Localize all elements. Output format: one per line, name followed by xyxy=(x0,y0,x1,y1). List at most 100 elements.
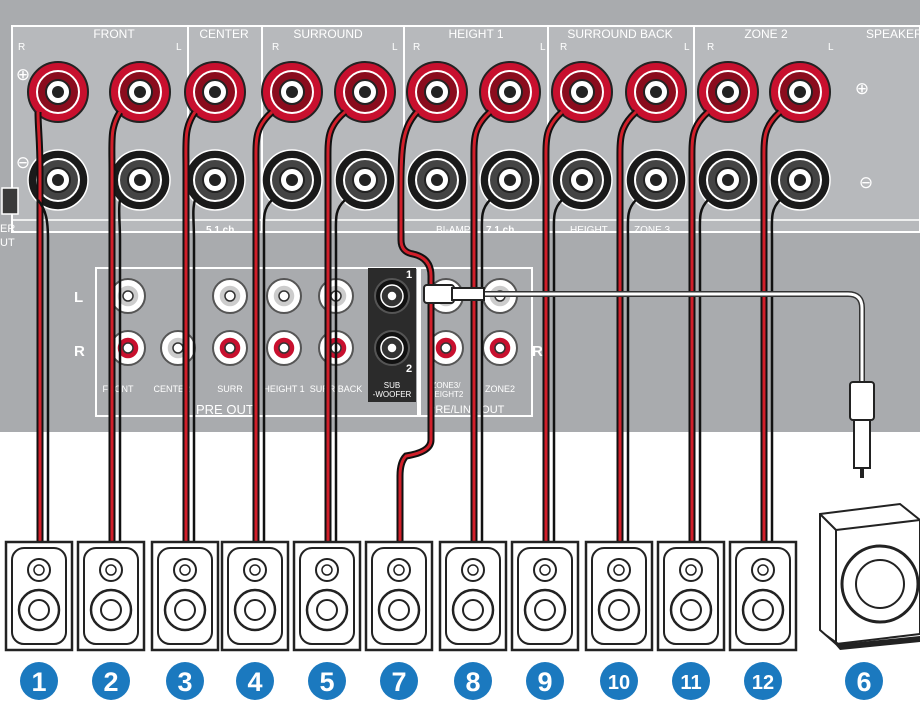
preout-row-r-label: R xyxy=(74,343,85,360)
rca-jack xyxy=(374,330,410,366)
speaker-wire xyxy=(108,110,124,546)
rca-jack xyxy=(482,330,518,366)
terminal-channel-letter: R xyxy=(560,42,567,53)
speaker-terminal-pair xyxy=(184,61,246,211)
speaker-wire xyxy=(182,110,198,546)
speaker-number-badge: 1 xyxy=(20,662,58,700)
rca-jack xyxy=(110,278,146,314)
speaker-unit xyxy=(150,540,220,652)
rca-jack xyxy=(212,278,248,314)
label-5-1-ch: 5.1 ch xyxy=(206,225,234,236)
terminal-channel-letter: L xyxy=(392,42,398,53)
terminal-channel-letter: R xyxy=(272,42,279,53)
terminal-channel-letter: L xyxy=(828,42,834,53)
speaker-terminal-pair xyxy=(261,61,323,211)
preout-column-label: ZONE3/ xyxy=(432,381,462,390)
preline-title: PRE/LINE OUT xyxy=(428,404,505,416)
label-height: HEIGHT xyxy=(570,225,608,236)
preout-column-label: SUB xyxy=(384,381,400,390)
speaker-unit xyxy=(292,540,362,652)
speakers-title: SPEAKERS xyxy=(866,27,920,41)
rca-jack xyxy=(160,330,196,366)
speaker-number-badge: 3 xyxy=(166,662,204,700)
label-zone-3: ZONE 3 xyxy=(634,225,671,236)
speaker-unit xyxy=(656,540,726,652)
terminal-group-label: SURROUND BACK xyxy=(567,27,672,41)
terminal-channel-letter: L xyxy=(176,42,182,53)
speaker-terminal-pair xyxy=(625,61,687,211)
speaker-unit xyxy=(584,540,654,652)
preout-column-label: ZONE2 xyxy=(485,384,515,394)
terminal-group-label: SURROUND xyxy=(293,27,363,41)
speaker-wire xyxy=(324,109,348,546)
speaker-wire xyxy=(252,109,275,546)
terminal-group-label: FRONT xyxy=(93,27,135,41)
rca-jack xyxy=(266,330,302,366)
speaker-terminal-pair xyxy=(109,61,171,211)
rca-jack xyxy=(374,278,410,314)
speaker-wire xyxy=(542,109,565,546)
sub-port-2: 2 xyxy=(406,363,412,375)
plus-symbol-right: ⊕ xyxy=(855,79,869,98)
speaker-number-text: 8 xyxy=(465,667,480,697)
speaker-number-text: 9 xyxy=(537,667,552,697)
rca-jack xyxy=(428,330,464,366)
left-edge-label-1: ER xyxy=(0,223,15,235)
speaker-number-badge: 5 xyxy=(308,662,346,700)
rca-jack xyxy=(110,330,146,366)
speaker-number-badge: 11 xyxy=(672,662,710,700)
preout-column-label: HEIGHT 1 xyxy=(263,384,304,394)
speaker-terminal-pair xyxy=(769,61,831,211)
speaker-number-badge: 7 xyxy=(380,662,418,700)
preout-title: PRE OUT xyxy=(196,402,254,417)
speaker-unit xyxy=(76,540,146,652)
subwoofer xyxy=(819,502,920,650)
terminal-channel-letter: R xyxy=(413,42,420,53)
preout-column-label: -WOOFER xyxy=(373,390,412,399)
sub-port-1: 1 xyxy=(406,269,412,281)
terminal-channel-letter: L xyxy=(684,42,690,53)
speaker-number-text: 6 xyxy=(856,667,871,697)
preout-column-label: CENTER xyxy=(153,384,191,394)
speaker-wire xyxy=(688,109,711,546)
speaker-number-text: 7 xyxy=(391,667,406,697)
speaker-number-badge: 6 xyxy=(845,662,883,700)
speaker-number-badge: 10 xyxy=(600,662,638,700)
speaker-number-text: 2 xyxy=(103,667,118,697)
terminal-group-label: ZONE 2 xyxy=(744,27,788,41)
label-7-1-ch: 7.1 ch xyxy=(486,225,514,236)
speaker-wire xyxy=(760,109,783,546)
speaker-unit xyxy=(220,540,290,652)
speaker-terminal-pair xyxy=(697,61,759,211)
rca-jack xyxy=(266,278,302,314)
minus-symbol-right: ⊖ xyxy=(859,173,873,192)
left-edge-switch xyxy=(1,187,19,215)
speaker-terminal-pair xyxy=(406,61,468,211)
speaker-terminal-pair xyxy=(334,61,396,211)
label-bi-amp: BI-AMP xyxy=(436,225,471,236)
left-edge-label-2: UT xyxy=(0,237,15,249)
speaker-number-badge: 9 xyxy=(526,662,564,700)
terminal-group-label: CENTER xyxy=(199,27,249,41)
speaker-terminal-pair xyxy=(551,61,613,211)
speaker-number-badge: 12 xyxy=(744,662,782,700)
preout-column-label: HEIGHT2 xyxy=(429,390,464,399)
speaker-number-badge: 8 xyxy=(454,662,492,700)
preout-column-label: SURR xyxy=(217,384,243,394)
speaker-number-text: 5 xyxy=(319,667,334,697)
speaker-number-text: 11 xyxy=(680,672,701,694)
preout-row-l-label: L xyxy=(74,289,83,306)
terminal-channel-letter: R xyxy=(707,42,714,53)
speaker-number-badge: 2 xyxy=(92,662,130,700)
speaker-wire xyxy=(34,111,50,546)
speaker-wire xyxy=(616,109,639,546)
speaker-number-badge: 4 xyxy=(236,662,274,700)
speaker-unit xyxy=(728,540,798,652)
speaker-unit xyxy=(510,540,580,652)
terminal-group-label: HEIGHT 1 xyxy=(448,27,503,41)
speaker-number-text: 3 xyxy=(177,667,192,697)
speaker-number-text: 4 xyxy=(247,667,262,697)
preline-row-r-label: R xyxy=(532,343,543,360)
speaker-unit xyxy=(4,540,74,652)
